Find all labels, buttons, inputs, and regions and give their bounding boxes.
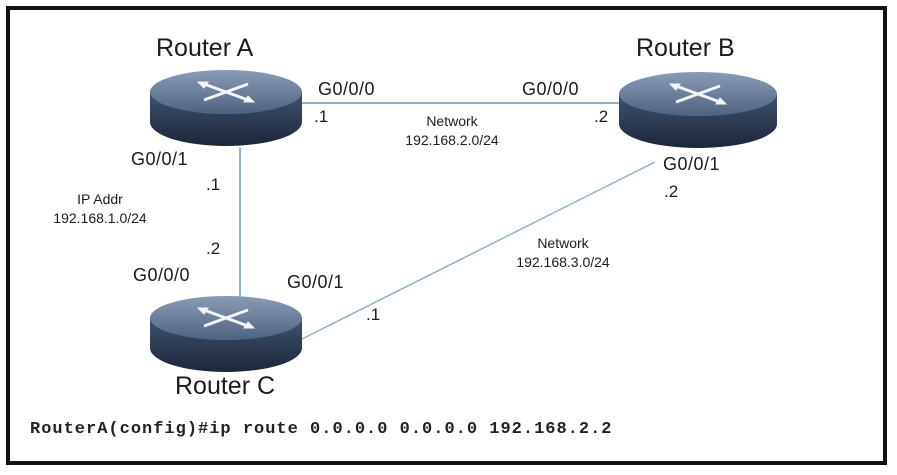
router-c-host-bc: .1 — [366, 305, 381, 324]
network-ac-title: IP Addr — [77, 191, 123, 207]
router-a-port-g001: G0/0/1 — [131, 149, 189, 169]
network-ab-title: Network — [426, 113, 478, 129]
router-b-name: Router B — [636, 34, 735, 62]
router-b-host-bc: .2 — [664, 182, 679, 201]
router-c-host-ac: .2 — [206, 239, 221, 258]
network-label-bc: Network 192.168.3.0/24 — [488, 234, 638, 272]
router-c-icon[interactable] — [146, 292, 306, 374]
network-ab-subnet: 192.168.2.0/24 — [405, 131, 499, 148]
network-bc-subnet: 192.168.3.0/24 — [516, 253, 610, 270]
router-a-name: Router A — [156, 34, 254, 62]
router-a-host-ac: .1 — [206, 175, 221, 194]
network-label-ac: IP Addr 192.168.1.0/24 — [25, 190, 175, 228]
network-ac-subnet: 192.168.1.0/24 — [53, 209, 147, 226]
network-label-ab: Network 192.168.2.0/24 — [372, 112, 532, 150]
router-b-icon[interactable] — [615, 68, 781, 150]
router-c-name: Router C — [175, 372, 276, 400]
router-a-icon[interactable] — [146, 68, 306, 148]
link-b-c — [299, 161, 656, 341]
router-c-port-g000: G0/0/0 — [133, 265, 191, 285]
router-b-host-ab: .2 — [594, 107, 609, 126]
static-route-command: RouterA(config)#ip route 0.0.0.0 0.0.0.0… — [30, 420, 613, 439]
router-b-port-g001: G0/0/1 — [663, 154, 721, 174]
router-a-port-g000: G0/0/0 — [318, 79, 376, 99]
router-b-port-g000: G0/0/0 — [522, 79, 580, 99]
router-c-port-g001: G0/0/1 — [287, 272, 345, 292]
router-a-host-ab: .1 — [314, 107, 329, 126]
network-bc-title: Network — [537, 235, 589, 251]
